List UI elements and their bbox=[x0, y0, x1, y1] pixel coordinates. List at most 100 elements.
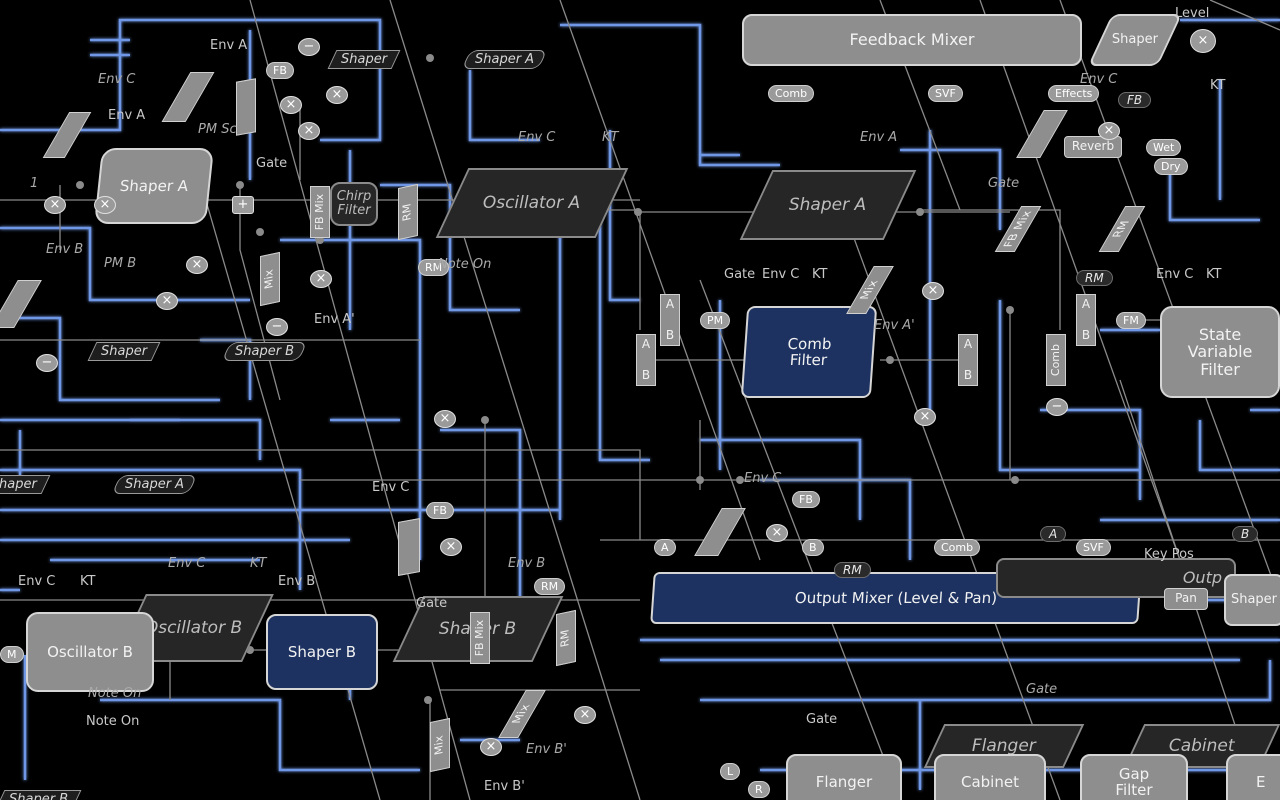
level-multiply-icon[interactable]: × bbox=[1190, 29, 1216, 53]
cabinet-block[interactable]: Cabinet bbox=[934, 754, 1046, 800]
mix-box[interactable]: Mix bbox=[260, 251, 280, 307]
comb-pill[interactable]: Comb bbox=[934, 539, 981, 556]
comb-box[interactable]: Comb bbox=[1046, 334, 1066, 386]
multiply-icon[interactable]: × bbox=[440, 538, 462, 556]
multiply-icon[interactable]: × bbox=[1098, 122, 1120, 140]
multiply-icon[interactable]: × bbox=[310, 270, 332, 288]
multiply-icon[interactable]: × bbox=[480, 738, 502, 756]
rm-dark-pill[interactable]: RM bbox=[1076, 270, 1113, 286]
r-pill[interactable]: R bbox=[748, 781, 770, 798]
b-dark-pill[interactable]: B bbox=[1232, 526, 1259, 542]
pm-scale-box bbox=[236, 78, 256, 136]
feedback-mixer-block[interactable]: Feedback Mixer bbox=[742, 14, 1082, 66]
shaper-b-block[interactable]: Shaper B bbox=[266, 614, 378, 690]
multiply-icon[interactable]: × bbox=[922, 282, 944, 300]
gate-label: Gate bbox=[724, 267, 756, 282]
multiply-icon[interactable]: × bbox=[434, 410, 456, 428]
fb-mix-box[interactable]: FB Mix bbox=[310, 186, 330, 238]
gate-label: Gate bbox=[988, 176, 1020, 191]
fb-pill[interactable]: FB bbox=[792, 491, 820, 508]
env-c-label: Env C bbox=[98, 72, 136, 87]
shaper-tag[interactable]: Shaper bbox=[87, 342, 161, 361]
shaper-b-tag[interactable]: Shaper B bbox=[221, 342, 308, 361]
shaper-a-block[interactable]: Shaper A bbox=[94, 148, 214, 224]
gap-filter-block[interactable]: Gap Filter bbox=[1080, 754, 1188, 800]
kt-label: KT bbox=[80, 574, 96, 589]
comb-filter-block[interactable]: Comb Filter bbox=[740, 306, 878, 398]
m-pill[interactable]: M bbox=[0, 646, 24, 663]
comb-pill[interactable]: Comb bbox=[768, 85, 815, 102]
fm-pill[interactable]: FM bbox=[1116, 312, 1146, 329]
effects-pill[interactable]: Effects bbox=[1048, 85, 1100, 102]
pm-sc-label: PM Sc bbox=[198, 122, 237, 137]
pm-pill[interactable]: PM bbox=[700, 312, 731, 329]
shaper-tag[interactable]: haper bbox=[0, 475, 51, 494]
multiply-icon[interactable]: × bbox=[156, 292, 178, 310]
state-variable-filter-block[interactable]: State Variable Filter bbox=[1160, 306, 1280, 398]
shaper-a-tag[interactable]: Shaper A bbox=[461, 50, 548, 69]
wet-pill[interactable]: Wet bbox=[1146, 139, 1182, 156]
svf-pill[interactable]: SVF bbox=[928, 85, 963, 102]
kt-label: KT bbox=[812, 267, 828, 282]
env-b-label: Env B bbox=[278, 574, 316, 589]
flanger-block[interactable]: Flanger bbox=[786, 754, 902, 800]
mix-box[interactable]: Mix bbox=[430, 717, 450, 773]
shaper-right-block[interactable]: Shaper bbox=[1224, 574, 1280, 626]
l-pill[interactable]: L bbox=[720, 763, 741, 780]
oscillator-b-block[interactable]: Oscillator B bbox=[26, 612, 154, 692]
edge-block[interactable]: E bbox=[1226, 754, 1280, 800]
oscillator-a-block[interactable]: Oscillator A bbox=[435, 168, 629, 238]
rm-pill[interactable]: RM bbox=[534, 578, 566, 595]
b-pill[interactable]: B bbox=[802, 539, 824, 556]
dry-pill[interactable]: Dry bbox=[1154, 158, 1188, 175]
multiply-icon[interactable]: × bbox=[186, 256, 208, 274]
env-c-label: Env C bbox=[518, 130, 556, 145]
multiply-icon[interactable]: × bbox=[766, 524, 788, 542]
rm-pill[interactable]: RM bbox=[418, 259, 450, 276]
shaper-a-tag[interactable]: Shaper A bbox=[111, 475, 198, 494]
subtract-icon[interactable]: − bbox=[1046, 398, 1068, 416]
multiply-icon[interactable]: × bbox=[44, 196, 66, 214]
kt-label: KT bbox=[250, 556, 267, 571]
multiply-icon[interactable]: × bbox=[298, 122, 320, 140]
level-label: Level bbox=[1175, 6, 1210, 21]
env-a-label: Env A bbox=[108, 108, 146, 123]
rm-box[interactable]: RM bbox=[398, 183, 418, 241]
multiply-icon[interactable]: × bbox=[94, 196, 116, 214]
shaper-b-tag[interactable]: Shaper B bbox=[0, 790, 82, 800]
multiply-icon[interactable]: × bbox=[914, 408, 936, 426]
subtract-icon[interactable]: − bbox=[266, 318, 288, 336]
rm-dark-pill[interactable]: RM bbox=[834, 562, 871, 578]
env-box bbox=[398, 518, 420, 576]
fb-mix-box[interactable]: FB Mix bbox=[470, 612, 490, 664]
multiply-icon[interactable]: × bbox=[280, 96, 302, 114]
subtract-icon[interactable]: − bbox=[36, 354, 58, 372]
env-c-label: Env C bbox=[168, 556, 206, 571]
rm-box[interactable]: RM bbox=[556, 609, 576, 667]
env-a-prime-label: Env A' bbox=[874, 318, 915, 333]
a-dark-pill[interactable]: A bbox=[1040, 526, 1067, 542]
multiply-icon[interactable]: × bbox=[574, 706, 596, 724]
env-c-label: Env C bbox=[1080, 72, 1118, 87]
subtract-icon[interactable]: − bbox=[298, 38, 320, 56]
chirp-filter-block[interactable]: Chirp Filter bbox=[330, 182, 378, 226]
fb-pill[interactable]: FB bbox=[266, 62, 294, 79]
reverb-block[interactable]: Reverb bbox=[1064, 136, 1122, 158]
fb-dark-pill[interactable]: FB bbox=[1118, 92, 1152, 108]
add-icon[interactable]: + bbox=[232, 196, 254, 214]
multiply-icon[interactable]: × bbox=[326, 86, 348, 104]
svf-pill[interactable]: SVF bbox=[1076, 539, 1111, 556]
pan-block[interactable]: Pan bbox=[1164, 588, 1208, 610]
key-pos-label: Key Pos bbox=[1144, 547, 1194, 562]
pm-b-label: PM B bbox=[104, 256, 137, 271]
a-pill[interactable]: A bbox=[654, 539, 676, 556]
shaper-tag[interactable]: Shaper bbox=[327, 50, 401, 69]
gate-label: Gate bbox=[806, 712, 838, 727]
fb-pill[interactable]: FB bbox=[426, 502, 454, 519]
